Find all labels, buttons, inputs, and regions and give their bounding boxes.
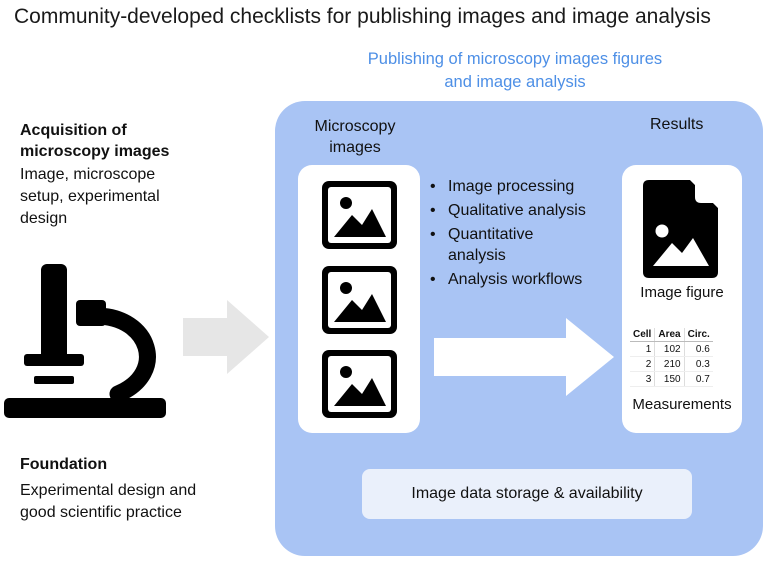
table-header-cell: Circ. (684, 328, 713, 342)
table-cell: 0.7 (684, 371, 713, 387)
table-row: 3 150 0.7 (630, 371, 713, 387)
table-cell: 210 (654, 356, 685, 372)
panel-subtitle: Publishing of microscopy images figures … (350, 48, 680, 94)
image-icon (322, 350, 397, 418)
data-storage-box: Image data storage & availability (362, 469, 692, 519)
table-row: 1 102 0.6 (630, 341, 713, 357)
diagram-title: Community-developed checklists for publi… (14, 5, 711, 28)
table-cell: 1 (630, 341, 656, 357)
table-cell: 2 (630, 356, 656, 372)
image-figure-label: Image figure (640, 284, 724, 301)
microscope-icon (4, 264, 166, 418)
arrow-right-icon (183, 300, 269, 374)
table-row: 2 210 0.3 (630, 356, 713, 372)
list-item: Qualitative analysis (428, 200, 633, 221)
arrow-right-icon (434, 318, 614, 396)
image-icon (322, 181, 397, 249)
table-header-cell: Cell (630, 328, 656, 342)
panel-subtitle-line2: and image analysis (444, 73, 586, 91)
acquisition-heading-line1: Acquisition of (20, 122, 127, 139)
foundation-desc-line1: Experimental design and (20, 482, 197, 499)
acquisition-heading: Acquisition of microscopy images (20, 120, 169, 162)
list-item: Quantitative analysis (428, 224, 568, 266)
measurements-table: Cell Area Circ. 1 102 0.6 2 210 0.3 3 15… (630, 328, 713, 387)
table-header-cell: Area (654, 328, 685, 342)
list-item: Analysis workflows (428, 269, 633, 290)
microscopy-label-line1: Microscopy (314, 118, 396, 135)
acquisition-description: Image, microscope setup, experimental de… (20, 164, 220, 230)
analysis-steps-list: Image processing Qualitative analysis Qu… (428, 176, 633, 293)
foundation-desc-line2: good scientific practice (20, 504, 182, 521)
list-item: Image processing (428, 176, 633, 197)
measurements-table-wrap: Cell Area Circ. 1 102 0.6 2 210 0.3 3 15… (630, 328, 713, 387)
microscopy-images-label: Microscopy images (300, 116, 410, 158)
table-cell: 0.3 (684, 356, 713, 372)
panel-subtitle-line1: Publishing of microscopy images figures (367, 50, 663, 68)
document-image-icon (643, 180, 718, 278)
table-cell: 0.6 (684, 341, 713, 357)
acquisition-desc-line1: Image, microscope (20, 166, 156, 183)
acquisition-desc-line2: setup, experimental (20, 188, 160, 205)
microscopy-label-line2: images (329, 139, 381, 156)
foundation-description: Experimental design and good scientific … (20, 480, 250, 524)
table-cell: 102 (654, 341, 685, 357)
image-icon (322, 266, 397, 334)
results-label: Results (650, 116, 704, 133)
table-header-row: Cell Area Circ. (630, 328, 713, 342)
acquisition-heading-line2: microscopy images (20, 143, 170, 160)
table-cell: 3 (630, 371, 656, 387)
table-cell: 150 (654, 371, 685, 387)
acquisition-desc-line3: design (20, 210, 68, 227)
measurements-label: Measurements (632, 396, 732, 413)
foundation-heading: Foundation (20, 456, 108, 473)
data-storage-label: Image data storage & availability (411, 485, 643, 502)
